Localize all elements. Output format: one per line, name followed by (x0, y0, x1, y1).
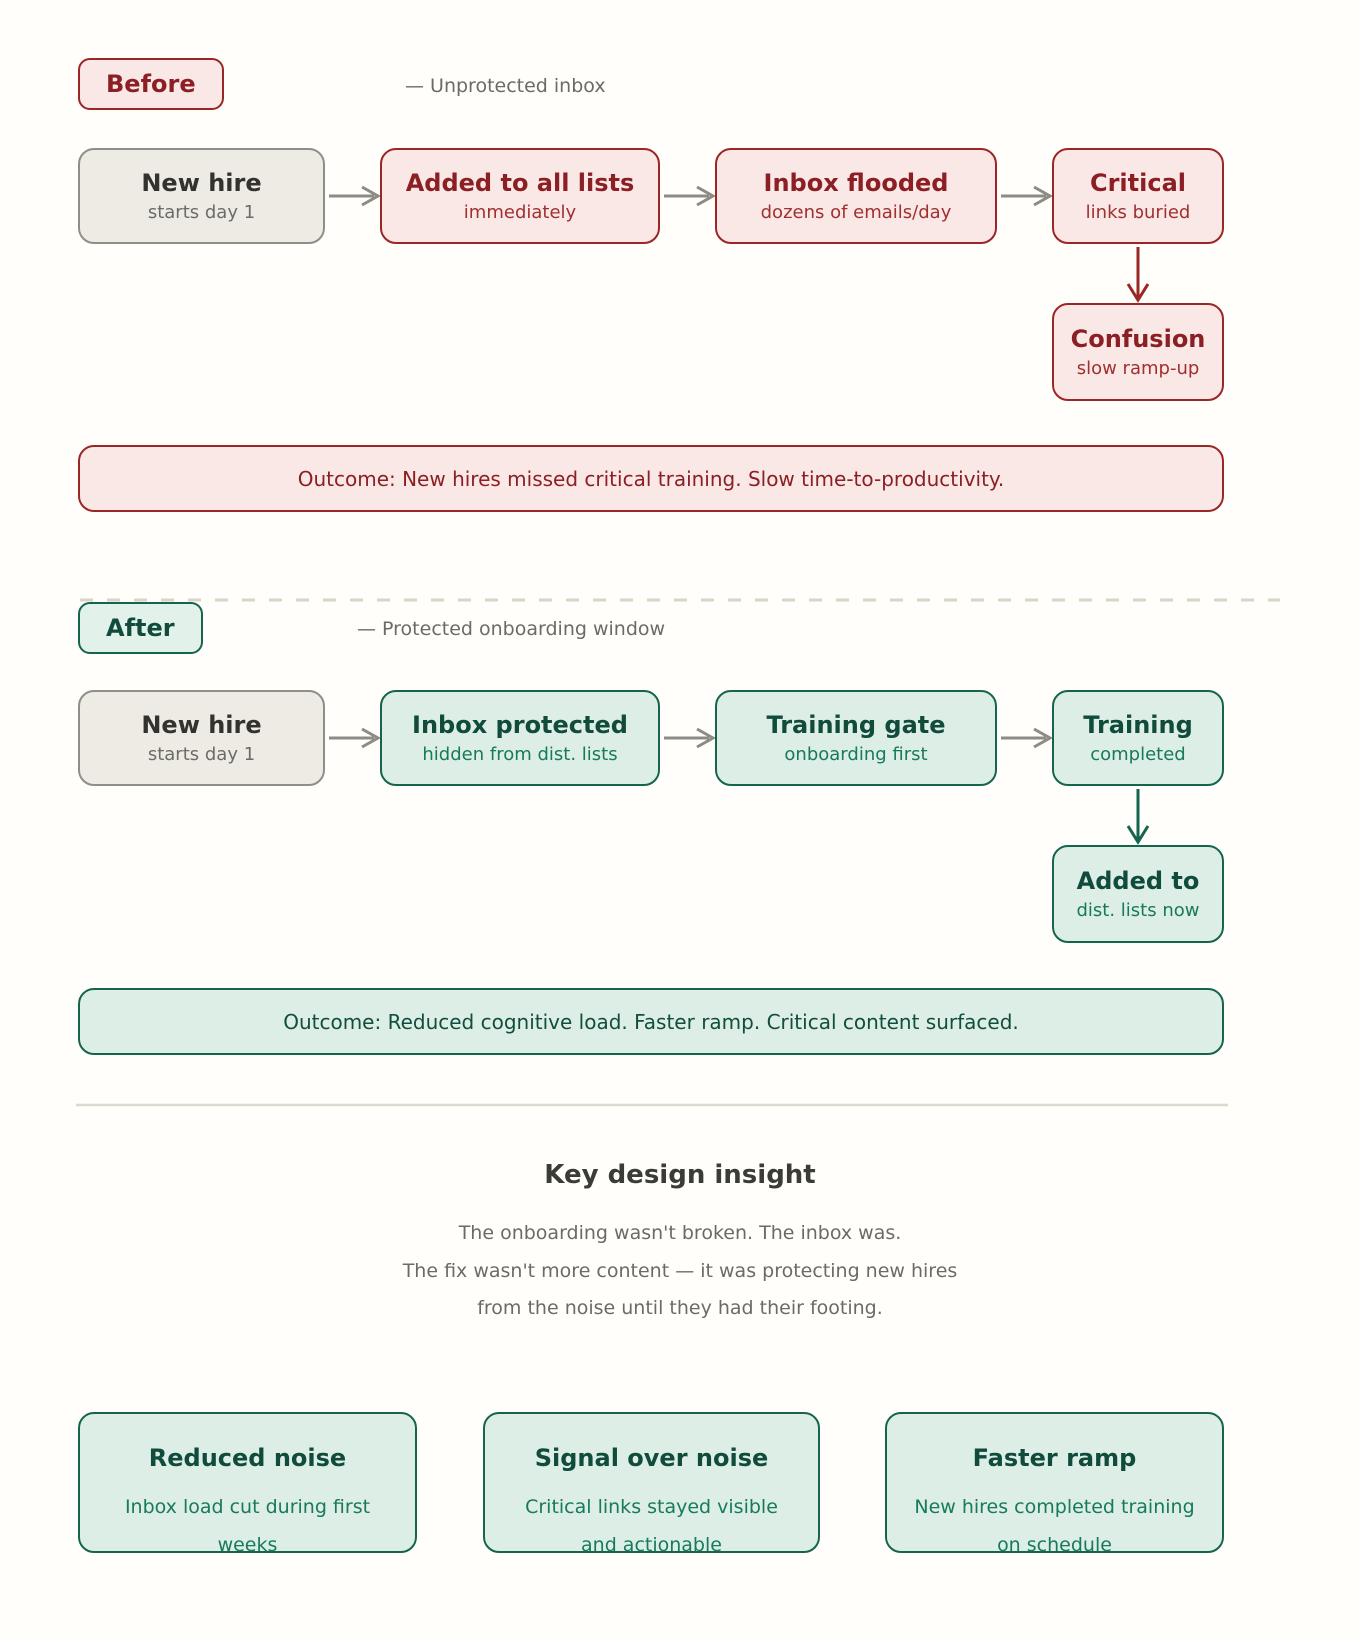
insight-line: The fix wasn't more content — it was pro… (402, 1260, 958, 1282)
node-title: Inbox flooded (763, 168, 949, 197)
node-subtitle: dist. lists now (1076, 899, 1200, 921)
before-node-confusion: Confusion slow ramp-up (1052, 303, 1224, 401)
arrow-down-icon (1126, 789, 1150, 845)
node-title: Critical (1089, 168, 1187, 197)
insight-title: Key design insight (544, 1160, 816, 1190)
node-subtitle: starts day 1 (147, 743, 256, 765)
card-title: Reduced noise (148, 1444, 347, 1472)
node-title: Inbox protected (412, 710, 628, 739)
card-title: Faster ramp (972, 1444, 1137, 1472)
node-title: Training (1083, 710, 1193, 739)
card-text: Inbox load cut during first weeks (124, 1496, 371, 1556)
before-badge: Before (78, 58, 224, 110)
after-node-added-to-lists: Added to dist. lists now (1052, 845, 1224, 943)
node-subtitle: hidden from dist. lists (422, 743, 618, 765)
before-node-critical: Critical links buried (1052, 148, 1224, 244)
before-node-inbox-flooded: Inbox flooded dozens of emails/day (715, 148, 997, 244)
after-outcome-banner: Outcome: Reduced cognitive load. Faster … (78, 988, 1224, 1055)
insight-card-signal-over-noise: Signal over noise Critical links stayed … (483, 1412, 820, 1556)
node-title: Added to (1076, 866, 1200, 895)
node-subtitle: starts day 1 (147, 201, 256, 223)
arrow-down-icon (1126, 247, 1150, 303)
card-title: Signal over noise (534, 1444, 769, 1472)
node-subtitle: onboarding first (784, 743, 928, 765)
after-badge: After (78, 602, 203, 654)
node-subtitle: completed (1090, 743, 1186, 765)
node-subtitle: immediately (463, 201, 577, 223)
node-subtitle: dozens of emails/day (760, 201, 952, 223)
insight-line: from the noise until they had their foot… (477, 1297, 883, 1319)
node-title: Confusion (1070, 324, 1206, 353)
insight-card-faster-ramp: Faster ramp New hires completed training… (885, 1412, 1224, 1556)
after-node-inbox-protected: Inbox protected hidden from dist. lists (380, 690, 660, 786)
insight-line: The onboarding wasn't broken. The inbox … (458, 1222, 902, 1244)
before-caption: — Unprotected inbox (405, 75, 606, 97)
node-title: New hire (141, 168, 262, 197)
before-node-added-to-lists: Added to all lists immediately (380, 148, 660, 244)
card-text: Critical links stayed visible and action… (525, 1496, 778, 1556)
node-title: Added to all lists (405, 168, 635, 197)
after-node-training-completed: Training completed (1052, 690, 1224, 786)
insight-card-reduced-noise: Reduced noise Inbox load cut during firs… (78, 1412, 417, 1556)
after-caption: — Protected onboarding window (357, 618, 666, 640)
after-node-training-gate: Training gate onboarding first (715, 690, 997, 786)
node-subtitle: links buried (1085, 201, 1191, 223)
after-node-new-hire: New hire starts day 1 (78, 690, 325, 786)
node-subtitle: slow ramp-up (1076, 357, 1200, 379)
before-node-new-hire: New hire starts day 1 (78, 148, 325, 244)
card-text: New hires completed training on schedule (914, 1496, 1195, 1556)
node-title: Training gate (766, 710, 946, 739)
before-outcome-banner: Outcome: New hires missed critical train… (78, 445, 1224, 512)
node-title: New hire (141, 710, 262, 739)
